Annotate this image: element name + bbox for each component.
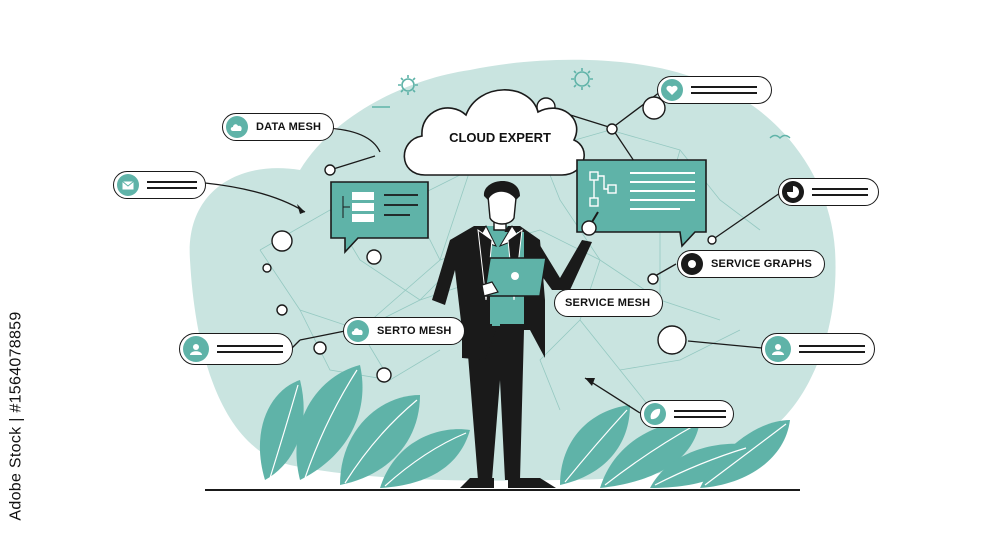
leaf-pill — [640, 400, 734, 428]
user-pill-right — [761, 333, 875, 365]
cloud-expert-label: CLOUD EXPERT — [449, 130, 551, 145]
right-chat-card — [576, 159, 707, 248]
service-mesh-label: SERVICE MESH — [565, 297, 651, 309]
cloud-icon — [347, 320, 369, 342]
user-icon — [183, 336, 209, 362]
service-graphs-label: SERVICE GRAPHS — [711, 258, 813, 270]
gear-icon — [398, 68, 593, 95]
user-pill-left-lines — [217, 345, 283, 353]
heart-icon — [661, 79, 683, 101]
chart-pill — [778, 178, 879, 206]
cloud-shape — [403, 89, 585, 176]
leaf-icon — [644, 403, 666, 425]
heart-pill — [657, 76, 772, 104]
service-mesh-pill: SERVICE MESH — [554, 289, 664, 317]
arrowheads — [297, 204, 595, 386]
ring-icon — [681, 253, 703, 275]
user-pill-right-lines — [799, 345, 865, 353]
heart-pill-lines — [691, 86, 757, 94]
serto-mesh-label: SERTO MESH — [377, 325, 452, 337]
chart-pill-lines — [812, 188, 868, 196]
watermark-text: Adobe Stock | #1564078859 — [8, 311, 25, 521]
mail-icon — [117, 174, 139, 196]
serto-mesh-pill: SERTO MESH — [343, 317, 465, 345]
user-icon — [765, 336, 791, 362]
person — [432, 180, 599, 488]
left-chat-card — [330, 181, 429, 255]
data-mesh-pill: DATA MESH — [222, 113, 335, 141]
data-mesh-label: DATA MESH — [256, 121, 322, 133]
leaf-pill-lines — [674, 410, 726, 418]
stock-watermark: Adobe Stock | #1564078859 — [6, 296, 28, 536]
mail-pill-lines — [147, 181, 197, 189]
mail-pill — [113, 171, 206, 199]
service-graphs-pill: SERVICE GRAPHS — [677, 250, 826, 278]
user-pill-left — [179, 333, 293, 365]
chart-icon — [782, 181, 804, 203]
cloud-icon — [226, 116, 248, 138]
